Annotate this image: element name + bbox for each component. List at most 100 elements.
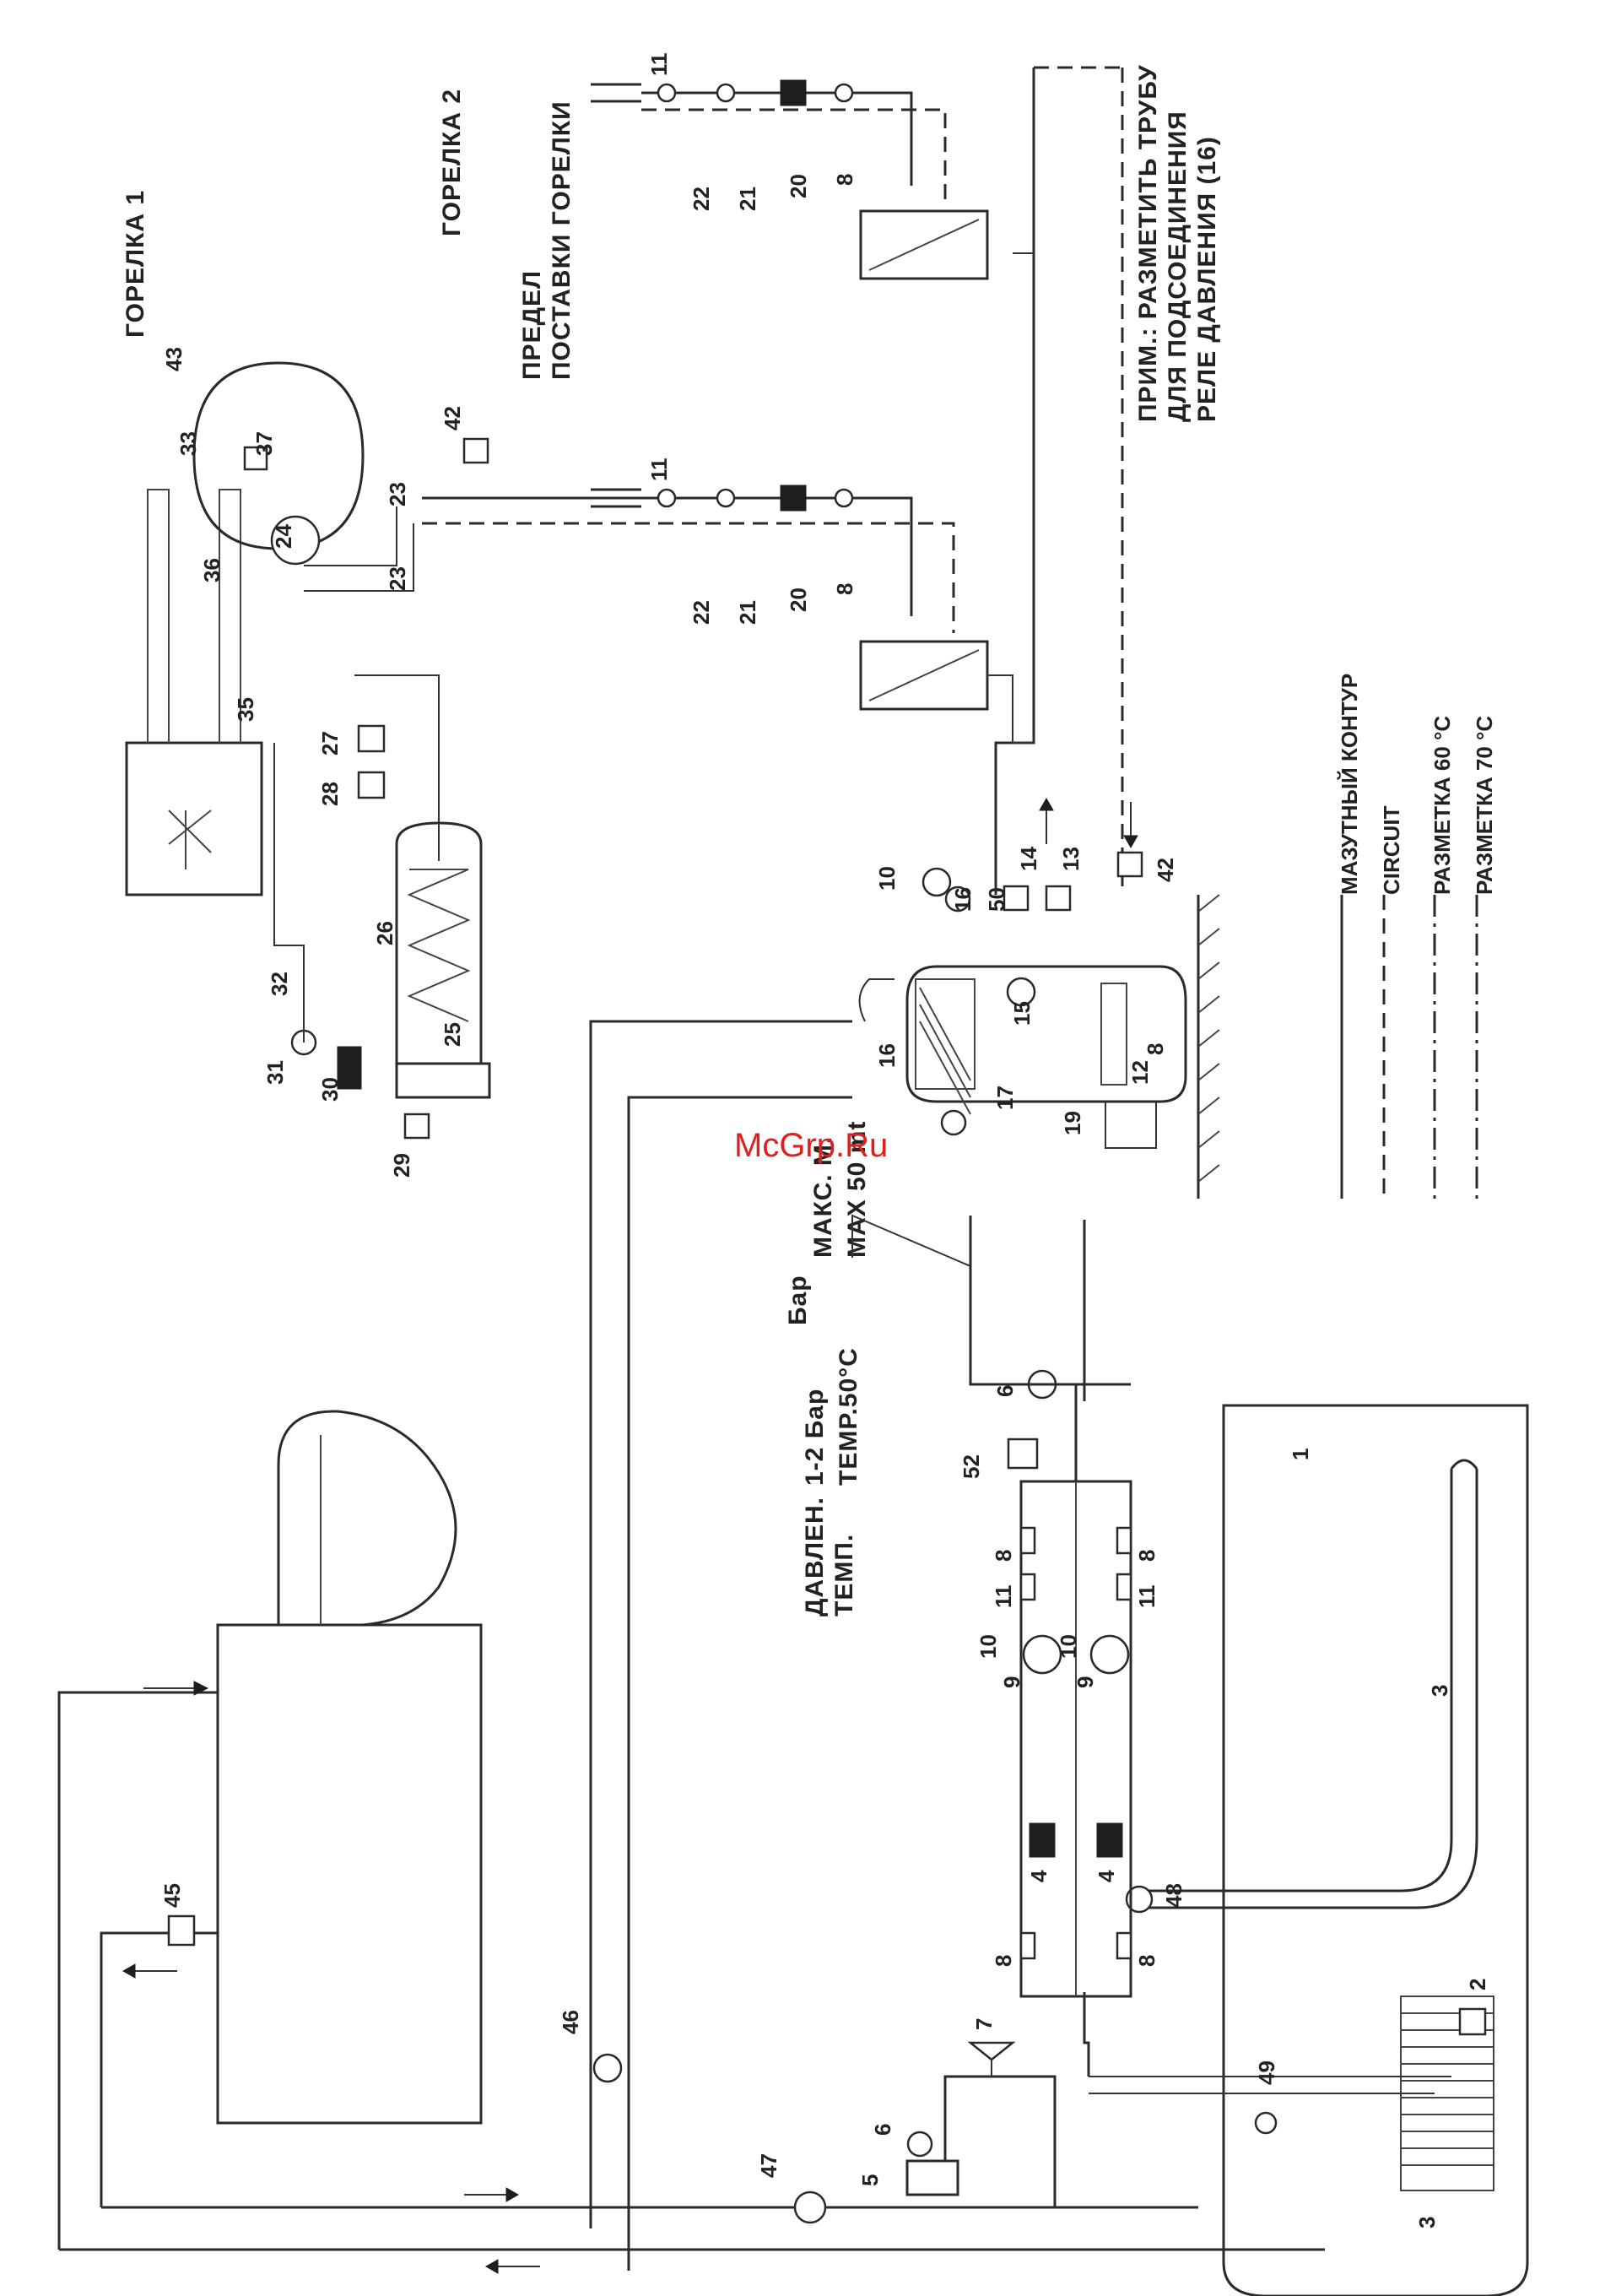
bar-label: Бар: [784, 1275, 812, 1325]
tank-suction-pipe-2: [1148, 1469, 1478, 1909]
callout-11a: 11: [991, 1585, 1016, 1609]
preheater-coil: [407, 869, 471, 1022]
component-28: [357, 771, 386, 799]
filter-bypass: [943, 2075, 1057, 2207]
valve-8c: [1019, 1931, 1036, 1960]
flow-arrowhead-mid: [122, 1963, 136, 1979]
callout-24: 24: [271, 524, 296, 549]
thermostat-2: [1458, 2007, 1487, 2036]
max-label-ru: МАКС. М.: [809, 1136, 837, 1258]
boiler-burner-housing: [277, 1410, 457, 1627]
valve-8d: [1116, 1931, 1132, 1960]
manifold-return: [1034, 66, 1124, 895]
burner2-feed: [641, 91, 913, 186]
callout-46: 46: [558, 2010, 583, 2034]
boiler-feed-pipe: [100, 1931, 218, 2207]
callout-1: 1: [1288, 1449, 1313, 1460]
callout-28: 28: [317, 782, 343, 806]
component-52: [1007, 1438, 1039, 1470]
callout-37: 37: [251, 431, 277, 456]
temp-label: ТЕМП.: [830, 1534, 858, 1616]
note-line1: ПРИМ.: РАЗМЕТИТЬ ТРУБУ: [1134, 64, 1162, 422]
pump-10c: [921, 867, 952, 897]
preheater-unit: 27 28 26 25 32 31 30 29: [262, 724, 491, 1178]
callout-8d: 8: [1134, 1955, 1159, 1967]
callout-8c: 8: [991, 1955, 1016, 1967]
pressure-value: 1-2 Бар: [801, 1389, 829, 1486]
callout-16: 16: [874, 1043, 900, 1068]
callout-8b: 8: [1134, 1550, 1159, 1562]
check-11a: [1019, 1573, 1036, 1601]
flow-arrowhead-return: [484, 2259, 499, 2274]
boiler-body: [216, 1623, 483, 2125]
callout-45: 45: [159, 1883, 185, 1908]
callout-15: 15: [1009, 1001, 1035, 1026]
gauge-46: [592, 2053, 623, 2083]
callout-42-upper: 42: [440, 406, 465, 430]
valve-21-mid: [716, 488, 736, 508]
filter-assembly: 5 6 7: [857, 2018, 1057, 2207]
callout-6-upper: 6: [992, 1385, 1018, 1397]
pump-9a: [1022, 1634, 1062, 1675]
callout-10b: 10: [1056, 1634, 1081, 1659]
day-tank-drain-8: [1105, 1102, 1157, 1149]
arrow-down-riser: [1123, 835, 1138, 849]
callout-22-mid: 22: [689, 600, 714, 625]
component-27: [357, 724, 386, 753]
callout-35: 35: [233, 697, 258, 722]
burner2-return: [641, 108, 947, 203]
day-tank-heater-12: [1100, 983, 1127, 1086]
arrow-up-riser: [1039, 797, 1054, 811]
burner1-feed: [422, 496, 913, 616]
callout-21-top: 21: [735, 187, 760, 211]
callout-4b: 4: [1094, 1870, 1119, 1882]
callout-19: 19: [1060, 1111, 1085, 1135]
heater-mid: [859, 640, 989, 711]
callout-21-mid: 21: [735, 600, 760, 625]
manifold-feed: [994, 68, 1035, 895]
callout-11-mid: 11: [646, 458, 672, 482]
legend: МАЗУТНЫЙ КОНТУР CIRCUIT РАЗМЕТКА 60 °C Р…: [1337, 674, 1497, 1199]
callout-20-top: 20: [786, 174, 811, 198]
valve-8a: [1019, 1526, 1036, 1555]
headings: ГОРЕЛКА 1 ГОРЕЛКА 2 ПРЕДЕЛ ПОСТАВКИ ГОРЕ…: [122, 64, 1221, 422]
supply-limit-line1: ПРЕДЕЛ: [518, 270, 546, 380]
callout-31: 31: [262, 1060, 288, 1085]
tank-suction-pipe-1: [1148, 1469, 1453, 1893]
callout-33: 33: [176, 431, 201, 456]
callout-8e: 8: [1143, 1043, 1168, 1055]
check-11b: [1116, 1573, 1132, 1601]
flow-arrowhead-bottom: [505, 2187, 520, 2202]
component-14: [1003, 885, 1030, 912]
callout-12: 12: [1127, 1060, 1153, 1085]
gauge-16-50: [944, 885, 971, 912]
callout-14: 14: [1016, 847, 1041, 871]
callout-11b: 11: [1134, 1585, 1159, 1609]
burner-1-assembly: 43 33 37 24 23 23 36 35: [125, 347, 440, 896]
burner-1-label: ГОРЕЛКА 1: [122, 190, 149, 338]
legend-label-0: МАЗУТНЫЙ КОНТУР: [1337, 674, 1362, 895]
callout-7: 7: [971, 2018, 997, 2030]
callout-9b: 9: [1073, 1676, 1098, 1688]
max-label-en: MAX 50 mt: [843, 1121, 871, 1258]
callout-32: 32: [267, 972, 292, 996]
callout-3b: 3: [1414, 2217, 1440, 2228]
burner-tube: [147, 489, 241, 743]
filter-20-top: [780, 79, 807, 106]
day-tank-coil: [915, 978, 976, 1090]
thermometer-15: [1006, 977, 1036, 1007]
burner-2-train: 22 21 20 8 11: [591, 53, 1034, 280]
preheater-shell: [395, 821, 483, 1065]
gauge-15-lower: [940, 1109, 967, 1136]
temp-value: TEMP.50°C: [835, 1347, 862, 1486]
ground-hatch: [1197, 894, 1220, 1183]
callout-42-lower: 42: [1153, 858, 1178, 882]
callout-13: 13: [1058, 847, 1084, 871]
callout-4a: 4: [1026, 1870, 1051, 1882]
strainer-4b: [1096, 1822, 1123, 1858]
pump-9b: [1089, 1634, 1130, 1675]
burner-flame: [168, 810, 212, 869]
callout-8-top: 8: [832, 174, 857, 186]
meter-47: [793, 2190, 827, 2224]
